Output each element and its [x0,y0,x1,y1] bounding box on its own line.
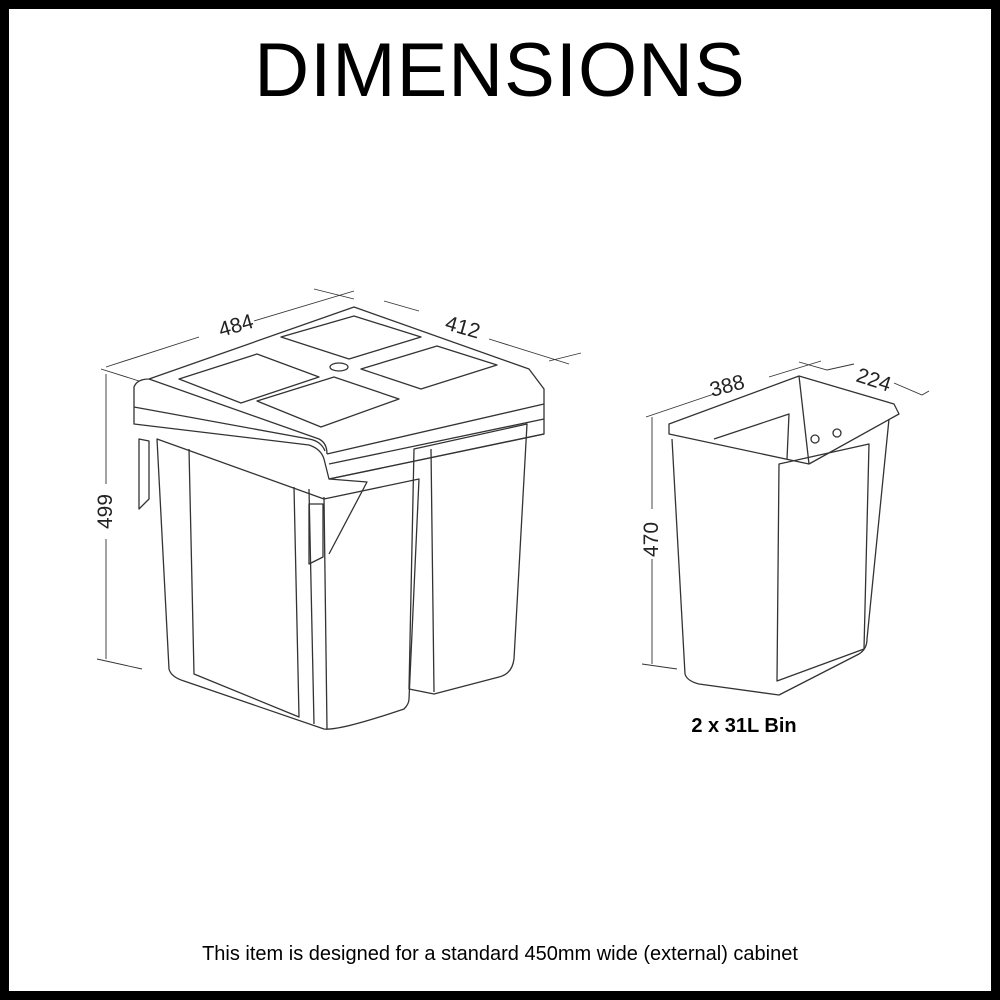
drawing: 484 412 499 388 224 470 [94,288,930,730]
page-title: DIMENSIONS [254,28,746,113]
bin-height-dimension: 470 [640,522,663,557]
left-bracket [138,438,150,510]
depth-dimension: 412 [443,312,483,344]
width-dimension: 484 [216,310,256,342]
bin-capacity-label: 2 x 31L Bin [691,715,797,737]
bin-depth-dimension: 224 [853,364,894,397]
dimension-lines [96,288,930,670]
single-bin-drawing [668,375,900,696]
right-bracket [308,503,324,565]
top-frame [133,306,545,555]
rear-bin [408,423,528,695]
front-bin [156,438,420,730]
footer-note: This item is designed for a standard 450… [202,943,798,965]
height-dimension: 499 [94,494,117,529]
